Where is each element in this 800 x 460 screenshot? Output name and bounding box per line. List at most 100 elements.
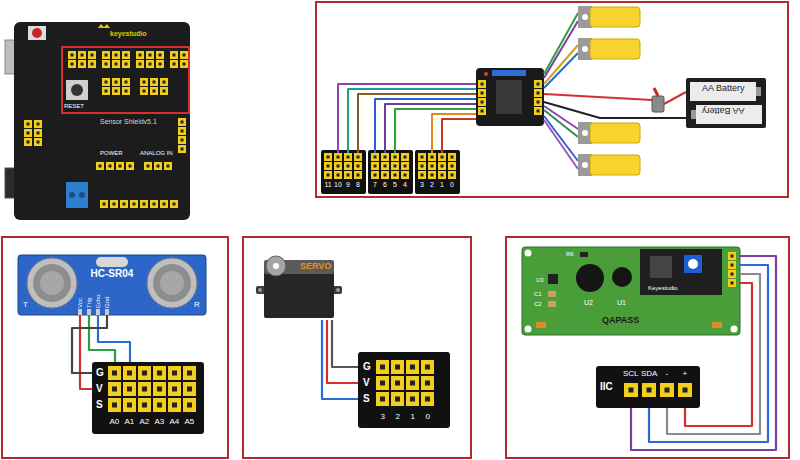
- gear-motor: [582, 130, 588, 136]
- battery-holder-drawing: [756, 87, 761, 96]
- gear-motor: [590, 39, 640, 59]
- pin-header-block: [660, 383, 674, 397]
- sensor-shield-board: keyestudioRESETSensor Shieldv5.1POWERANA…: [14, 22, 190, 220]
- signal-wire: [358, 94, 476, 153]
- pin-header-block: [368, 150, 413, 194]
- servo-drawing: [258, 288, 262, 292]
- servo-drawing: [336, 288, 340, 292]
- pin-label: SDA: [641, 369, 657, 378]
- lcd-module-drawing: [522, 247, 740, 335]
- pin-header: 7654: [368, 150, 413, 194]
- signal-wire: [544, 116, 578, 161]
- lcd-module-drawing: [728, 252, 736, 288]
- pin-header-block: [108, 366, 196, 412]
- brand-label: Keyestudio: [648, 285, 678, 292]
- panel-frame: [316, 2, 788, 197]
- pin-number: 10: [334, 181, 342, 189]
- signal-wire: [338, 84, 476, 153]
- battery-holder-drawing: [696, 105, 762, 124]
- sensor-shield: [98, 24, 110, 28]
- pin-header-block: [418, 153, 456, 180]
- sensor-shield: [140, 78, 170, 96]
- lcd-module-drawing: [650, 256, 672, 278]
- pin-label: -: [666, 369, 669, 378]
- sensor-shield: [62, 47, 189, 113]
- lcd-module-drawing: [712, 322, 722, 328]
- gear-motor: [578, 154, 640, 176]
- motor-driver-board: [484, 72, 488, 76]
- pin-header-block: [624, 383, 638, 397]
- ultrasonic-sensor-drawing: [147, 258, 197, 308]
- side-label: T: [23, 300, 28, 309]
- pin-label: Gnd: [104, 297, 111, 308]
- signal-wire: [544, 53, 578, 88]
- ultrasonic-sensor-drawing: [153, 264, 191, 302]
- signal-wire: [385, 104, 476, 153]
- lcd-module-drawing: [688, 259, 698, 269]
- gear-motor: [582, 162, 588, 168]
- sensor-shield: [79, 192, 85, 198]
- battery-holder-drawing: [690, 82, 756, 101]
- wire: [98, 315, 130, 362]
- pin-number: 6: [383, 181, 387, 189]
- ultrasonic-sensor-drawing: [40, 271, 64, 295]
- gear-motor: [578, 122, 640, 144]
- ultrasonic-sensor-drawing: [96, 257, 128, 267]
- panel-frame: [506, 237, 789, 458]
- pin-row-label: V: [96, 383, 103, 395]
- sensor-shield: [14, 22, 190, 220]
- gear-motor: [590, 155, 640, 175]
- lcd-module-drawing: [580, 252, 588, 257]
- panel-frame: [2, 237, 228, 458]
- servo-drawing: [273, 263, 279, 269]
- sensor-shield: [5, 22, 190, 220]
- battery-holder-drawing: [686, 78, 766, 128]
- ultrasonic-sensor-drawing: [96, 309, 100, 315]
- sensor-shield: [24, 120, 42, 147]
- sensor-shield: [178, 118, 186, 154]
- pin-number: 3: [420, 181, 424, 189]
- sensor-shield: [144, 162, 174, 171]
- toggle-switch: [652, 96, 664, 112]
- wire: [327, 320, 358, 383]
- lcd-module-drawing: [731, 326, 738, 333]
- wire: [72, 315, 107, 373]
- brand-label: keyestudio: [110, 30, 147, 38]
- module-name: SERVO: [300, 261, 331, 271]
- pin-column-label: 0: [426, 412, 430, 421]
- battery-holder-drawing: [691, 110, 696, 119]
- pin-row-label: G: [363, 361, 371, 373]
- pin-header-block: [376, 360, 434, 406]
- pin-column-label: A5: [185, 417, 195, 426]
- ultrasonic-sensor-drawing: [18, 255, 206, 315]
- sensor-shield: [178, 118, 186, 154]
- pin-header-block: [678, 383, 692, 397]
- signal-wire: [432, 114, 476, 153]
- wire: [89, 315, 115, 362]
- pin-group-label: POWER: [100, 150, 123, 157]
- pin-column-label: A3: [155, 417, 165, 426]
- sensor-shield: [96, 162, 136, 171]
- pin-column-label: A2: [140, 417, 150, 426]
- pin-number: 0: [450, 181, 454, 189]
- pin-header-block: [376, 360, 434, 406]
- pin-header-block: [358, 352, 450, 428]
- pin-row-label: G: [96, 367, 104, 379]
- pin-header-block: [596, 366, 700, 408]
- pin-column-label: A0: [110, 417, 120, 426]
- sensor-shield: [144, 162, 174, 171]
- battery-label: AA Battery: [702, 106, 745, 116]
- side-label: R: [194, 300, 200, 309]
- gear-motor: [578, 6, 640, 176]
- pin-number: 4: [403, 181, 407, 189]
- lcd-module-drawing: [612, 267, 632, 287]
- pin-column-label: A1: [125, 417, 135, 426]
- pin-row-label: S: [96, 399, 103, 411]
- brand-label: QAPASS: [602, 315, 639, 325]
- gear-motor: [582, 14, 588, 20]
- sensor-shield: [102, 78, 132, 96]
- pin-header-block: [415, 150, 460, 194]
- sensor-shield: [102, 78, 132, 96]
- part-label: U1: [617, 299, 626, 307]
